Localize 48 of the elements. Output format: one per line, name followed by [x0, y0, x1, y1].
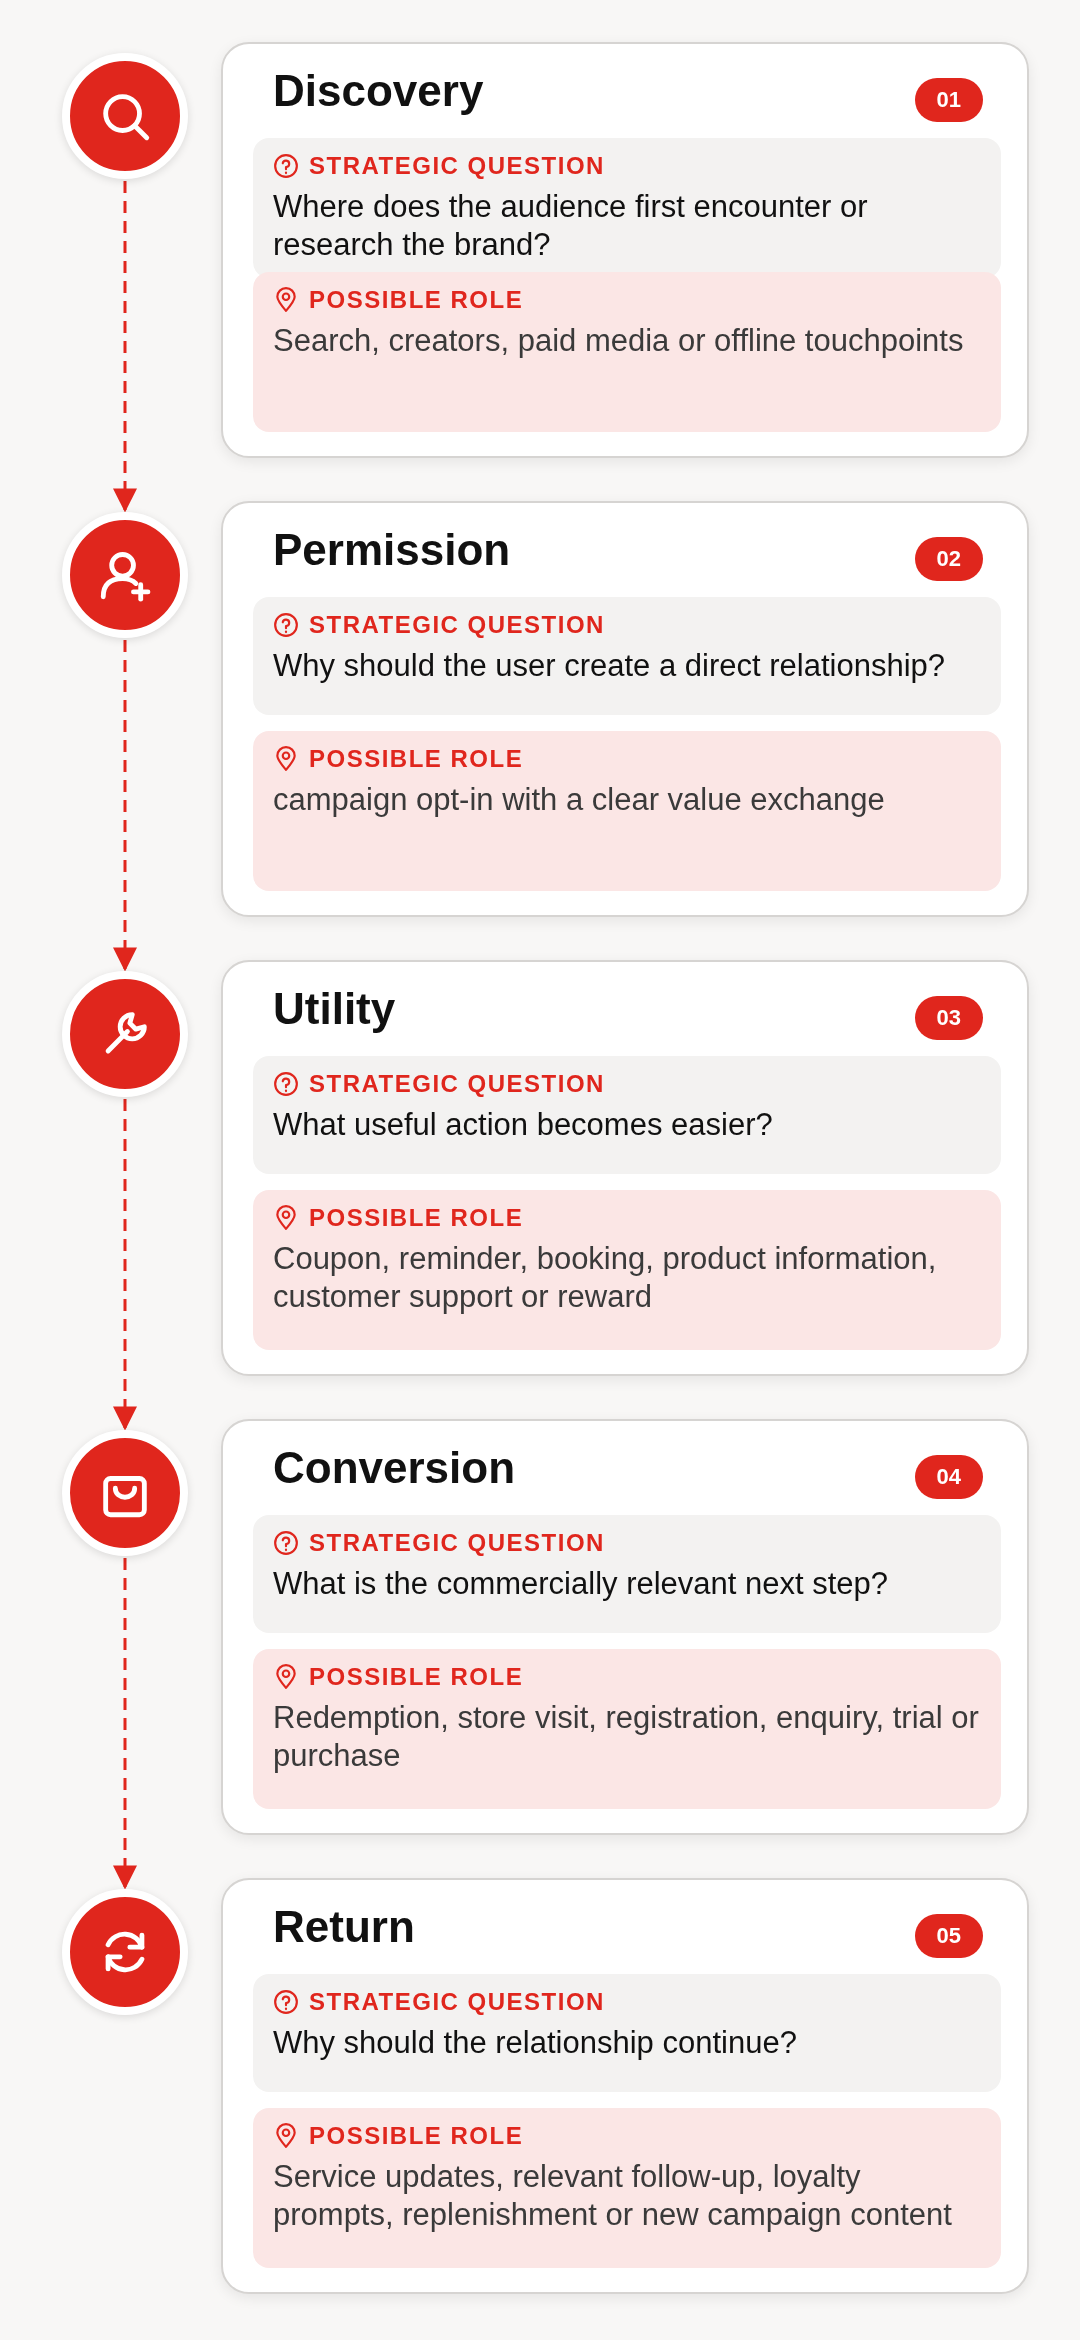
- section-label: POSSIBLE ROLE: [309, 286, 524, 314]
- role-text: Coupon, reminder, booking, product information, customer support or reward: [273, 1240, 938, 1316]
- step-card: [221, 501, 1029, 917]
- question-text: Where does the audience first encounter or research the brand?: [273, 188, 869, 264]
- question-panel: [253, 1974, 1001, 2092]
- section-label: POSSIBLE ROLE: [309, 745, 524, 773]
- step-number-badge: 03: [914, 996, 983, 1040]
- role-text: campaign opt-in with a clear value exchange: [273, 781, 886, 819]
- arrow: [113, 1099, 137, 1431]
- role-panel: [253, 2108, 1001, 2268]
- section-label: STRATEGIC QUESTION: [309, 1988, 605, 2016]
- section-label: POSSIBLE ROLE: [309, 1663, 524, 1691]
- step-number-badge: 01: [914, 78, 983, 122]
- card-title: Discovery: [273, 66, 484, 116]
- role-text: Redemption, store visit, registration, enquiry, trial or purchase: [273, 1699, 980, 1775]
- question-text: What is the commercially relevant next step?: [273, 1565, 890, 1603]
- role-text: Search, creators, paid media or offline touchpoints: [273, 322, 965, 360]
- arrow: [113, 1558, 137, 1890]
- step-card: [221, 1878, 1029, 2294]
- question-text: What useful action becomes easier?: [273, 1106, 774, 1144]
- role-panel: [253, 1190, 1001, 1350]
- question-panel: [253, 1056, 1001, 1174]
- arrow: [113, 640, 137, 972]
- card-title: Conversion: [273, 1443, 516, 1493]
- arrow: [113, 181, 137, 513]
- card-title: Return: [273, 1902, 415, 1952]
- step-card: [221, 42, 1029, 458]
- role-panel: [253, 1649, 1001, 1809]
- question-panel: [253, 597, 1001, 715]
- role-panel: [253, 272, 1001, 432]
- step-number-badge: 04: [914, 1455, 983, 1499]
- step-number-badge: 05: [914, 1914, 983, 1958]
- question-panel: [253, 1515, 1001, 1633]
- step-card: [221, 1419, 1029, 1835]
- section-label: POSSIBLE ROLE: [309, 1204, 524, 1232]
- question-text: Why should the relationship continue?: [273, 2024, 798, 2062]
- card-title: Permission: [273, 525, 511, 575]
- section-label: POSSIBLE ROLE: [309, 2122, 524, 2150]
- role-text: Service updates, relevant follow-up, loyalty prompts, replenishment or new campaign content: [273, 2158, 953, 2234]
- section-label: STRATEGIC QUESTION: [309, 1070, 605, 1098]
- role-panel: [253, 731, 1001, 891]
- step-number-badge: 02: [914, 537, 983, 581]
- section-label: STRATEGIC QUESTION: [309, 152, 605, 180]
- question-text: Why should the user create a direct relationship?: [273, 647, 947, 685]
- section-label: STRATEGIC QUESTION: [309, 611, 605, 639]
- step-card: [221, 960, 1029, 1376]
- card-title: Utility: [273, 984, 396, 1034]
- section-label: STRATEGIC QUESTION: [309, 1529, 605, 1557]
